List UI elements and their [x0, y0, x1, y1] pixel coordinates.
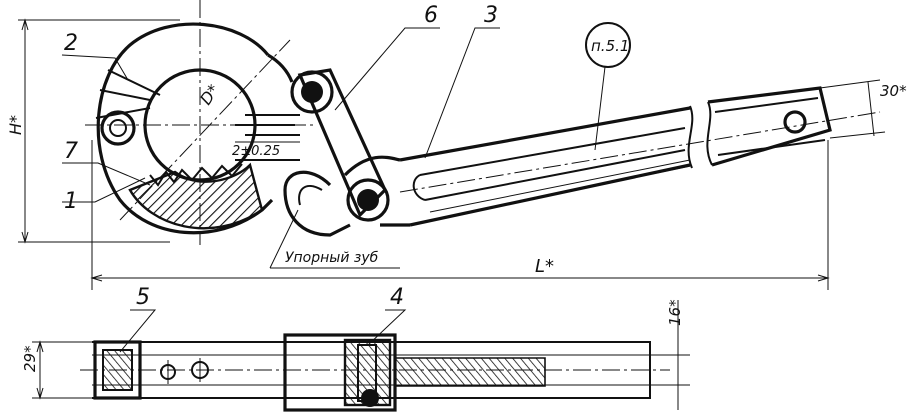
lower-pin-inner: [357, 189, 379, 211]
handle-end-inner: [714, 97, 826, 156]
leader-3: [424, 27, 500, 159]
label-part-2: 2: [64, 31, 78, 56]
label-dim-L: L*: [535, 256, 554, 277]
part-5-block: [93, 340, 142, 400]
jaw-tip: [267, 53, 294, 83]
label-dim-H: H*: [6, 115, 25, 135]
stop-tooth: [283, 170, 351, 237]
handle-top-edge: [399, 106, 691, 162]
leader-stop: [269, 209, 400, 269]
label-stop-tooth: Упорный зуб: [285, 250, 379, 266]
handle-end-hole: [783, 110, 807, 134]
label-dim-16: 16*: [666, 299, 684, 326]
label-dim-29: 29*: [21, 345, 39, 372]
handle-hatch-lines: [429, 159, 691, 219]
label-part-6: 6: [424, 3, 438, 28]
left-pivot-inner: [109, 119, 127, 137]
upper-pin-outer: [290, 70, 334, 114]
jaw-inner-edge: [95, 69, 161, 119]
label-part-7: 7: [64, 139, 78, 164]
leader-ref: [594, 66, 606, 151]
side-pin: [361, 389, 379, 407]
handle-neck: [343, 155, 410, 227]
leader-6: [334, 27, 440, 111]
leader-1: [62, 177, 146, 203]
diagonal-centerline: [119, 39, 291, 221]
label-part-1: 1: [64, 189, 78, 214]
label-part-3: 3: [484, 3, 498, 28]
stop-tooth-inner: [298, 185, 323, 206]
main-view: [18, 0, 886, 290]
upper-pin-inner: [301, 81, 323, 103]
handle-slot: [412, 127, 686, 201]
left-pivot-outer: [100, 110, 136, 146]
label-part-5: 5: [136, 285, 150, 310]
leader-7: [62, 162, 151, 186]
insert-teeth: [149, 163, 243, 187]
leader-4: [367, 309, 407, 346]
label-part-4: 4: [390, 285, 404, 310]
ref-note-circle: [585, 22, 631, 68]
dim-30-line: [867, 81, 875, 137]
leader-5: [119, 309, 157, 353]
clamp-insert: [128, 162, 264, 230]
side-view: [32, 300, 690, 412]
handle-centerline: [399, 111, 881, 193]
label-dim-gap: 2±0.25: [232, 144, 280, 159]
lower-pin-outer: [346, 178, 390, 222]
break-line-left: [687, 105, 694, 169]
label-dim-30: 30*: [880, 82, 907, 100]
handle-section: [394, 357, 546, 387]
part-5-core: [102, 349, 133, 391]
break-line-right: [706, 101, 713, 166]
leader-2: [61, 54, 129, 81]
gap-feature: [235, 114, 300, 161]
label-ref-note: п.5.1: [591, 37, 629, 55]
jaw-body-outline: [96, 22, 274, 235]
